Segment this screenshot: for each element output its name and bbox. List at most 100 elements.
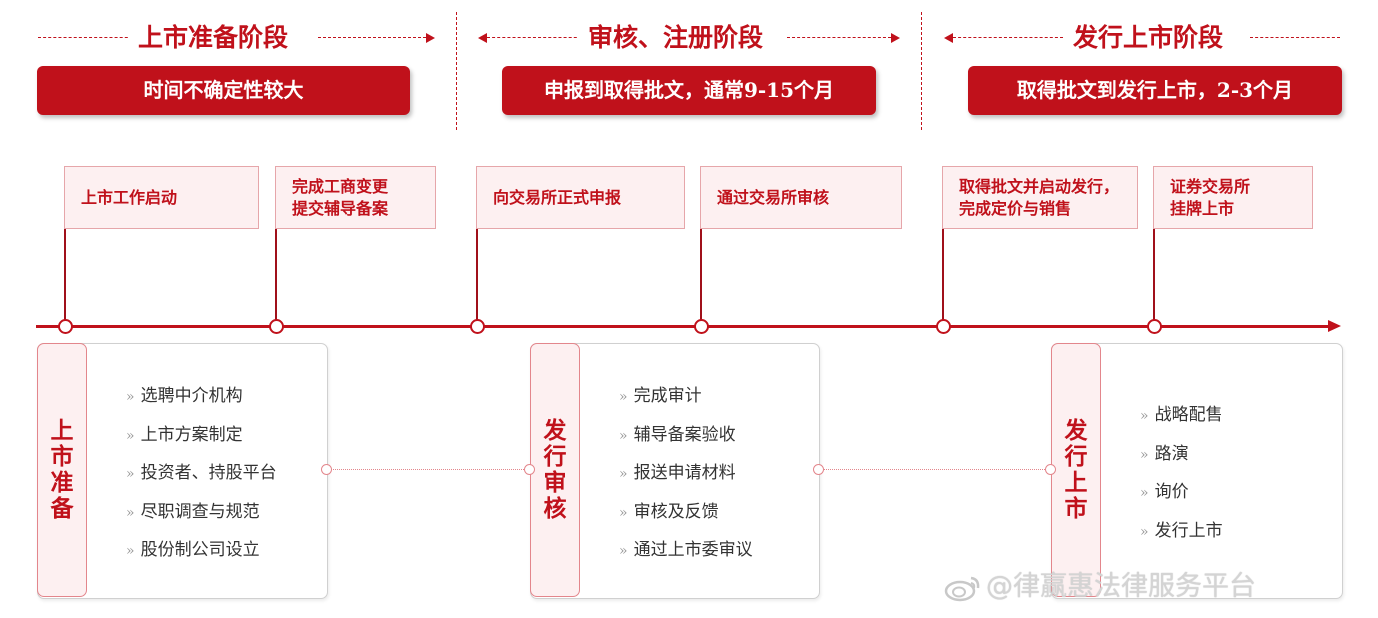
milestone-stem [700,229,702,326]
phase-2-dash-left [487,37,587,38]
milestone-line: 完成定价与销售 [959,198,1072,218]
connector-dot [813,464,824,475]
list-item: » 股份制公司设立 [126,531,277,570]
phase-1-title: 上市准备阶段 [128,18,299,58]
list-item: » 通过上市委审议 [619,531,753,570]
list-item: » 路演 [1140,435,1223,474]
bullet-icon: » [619,427,628,444]
bullet-icon: » [619,466,628,482]
bullet-icon: » [126,543,135,559]
bullet-icon: » [126,389,135,405]
tab-char: 上 [50,417,74,444]
list-item: » 尽职调查与规范 [126,493,277,532]
phase-2-title: 审核、注册阶段 [578,18,774,58]
tab-char: 行 [1064,443,1088,470]
item-text: 选聘中介机构 [140,386,243,406]
bullet-icon: » [1140,446,1149,463]
connector-dot [524,464,535,475]
stage-tab-issuance-review: 发 行 审 核 [530,343,580,597]
watermark: @律赢惠法律服务平台 [944,564,1256,603]
item-text: 审核及反馈 [633,501,719,522]
milestone-stem [275,229,277,326]
bullet-icon: » [126,427,135,444]
phase-1-dash-right [318,37,426,38]
item-text: 通过上市委审议 [633,540,753,560]
milestone-box: 证券交易所挂牌上市 [1153,166,1313,229]
phase-2-arrow-right [891,33,900,43]
phase-1-dash-left [38,37,138,38]
card-connector-2 [818,469,1051,470]
list-item: » 发行上市 [1140,512,1223,551]
item-text: 报送申请材料 [633,463,736,483]
list-item: » 报送申请材料 [619,454,753,493]
bullet-icon: » [1140,523,1149,540]
phase-2-dash-right [787,37,891,38]
timeline-arrowhead [1328,320,1341,332]
list-item: »审核及反馈 [619,493,753,532]
phase-separator-2 [921,12,922,130]
tab-char: 市 [50,443,74,470]
item-text: 股份制公司设立 [140,540,260,560]
phase-3-banner: 取得批文到发行上市，2-3个月 [968,66,1342,115]
milestone-line: 通过交易所审核 [717,187,830,207]
tab-char: 行 [543,443,567,470]
phase-2-arrow-left [478,33,487,43]
stage-list-issuance-listing: »战略配售 »路演 »询价 »发行上市 [1140,396,1223,550]
tab-char: 备 [50,495,74,522]
timeline-axis [36,325,1330,328]
item-text: 完成审计 [633,386,702,406]
item-text: 上市方案制定 [140,424,243,445]
phase-2-banner: 申报到取得批文，通常9-15个月 [502,66,876,115]
tab-char: 上 [1064,469,1088,496]
list-item: » 上市方案制定 [126,416,277,455]
timeline-node [936,319,951,334]
item-text: 路演 [1154,443,1189,464]
milestone-stem [942,229,944,326]
phase-1-banner: 时间不确定性较大 [37,66,410,115]
milestone-line: 取得批文并启动发行， [959,176,1120,196]
tab-char: 发 [1064,417,1088,444]
card-connector-1 [326,469,530,470]
milestone-line: 提交辅导备案 [292,198,389,218]
timeline-node [694,319,709,334]
list-item: » 辅导备案验收 [619,416,753,455]
tab-char: 发 [543,417,567,444]
milestone-box: 上市工作启动 [64,166,259,229]
bullet-icon: » [126,466,135,482]
milestone-stem [476,229,478,326]
tab-char: 市 [1064,495,1088,522]
bullet-icon: » [126,504,135,521]
milestone-box: 取得批文并启动发行，完成定价与销售 [942,166,1138,229]
connector-dot [321,464,332,475]
milestone-box: 通过交易所审核 [700,166,902,229]
stage-tab-issuance-listing: 发 行 上 市 [1051,343,1101,597]
milestone-stem [1153,229,1155,326]
timeline-node [269,319,284,334]
milestone-line: 上市工作启动 [81,187,178,207]
phase-3-dash-right [1250,37,1340,38]
milestone-line: 向交易所正式申报 [493,187,622,207]
milestone-stem [64,229,66,326]
phase-3-dash-left [953,37,1063,38]
item-text: 战略配售 [1154,405,1223,425]
watermark-text: @律赢惠法律服务平台 [986,571,1256,602]
list-item: » 选聘中介机构 [126,377,277,416]
tab-char: 核 [543,495,567,522]
bullet-icon: » [1140,485,1149,501]
stage-list-listing-prep: »选聘中介机构 »上市方案制定 »投资者、持股平台 »尽职调查与规范 »股份制公… [126,377,277,570]
tab-char: 准 [50,469,74,496]
milestone-line: 证券交易所 [1170,176,1251,196]
milestone-line: 挂牌上市 [1170,198,1235,218]
phase-separator-1 [456,12,457,130]
milestone-box: 向交易所正式申报 [476,166,685,229]
item-text: 尽职调查与规范 [140,501,260,522]
stage-list-issuance-review: »完成审计 »辅导备案验收 »报送申请材料 »审核及反馈 »通过上市委审议 [619,377,753,570]
item-text: 辅导备案验收 [633,424,736,445]
bullet-icon: » [619,543,628,559]
stage-tab-listing-prep: 上 市 准 备 [37,343,87,597]
timeline-node [470,319,485,334]
list-item: »询价 [1140,473,1223,512]
timeline-node [1147,319,1162,334]
list-item: »战略配售 [1140,396,1223,435]
item-text: 发行上市 [1154,520,1223,541]
